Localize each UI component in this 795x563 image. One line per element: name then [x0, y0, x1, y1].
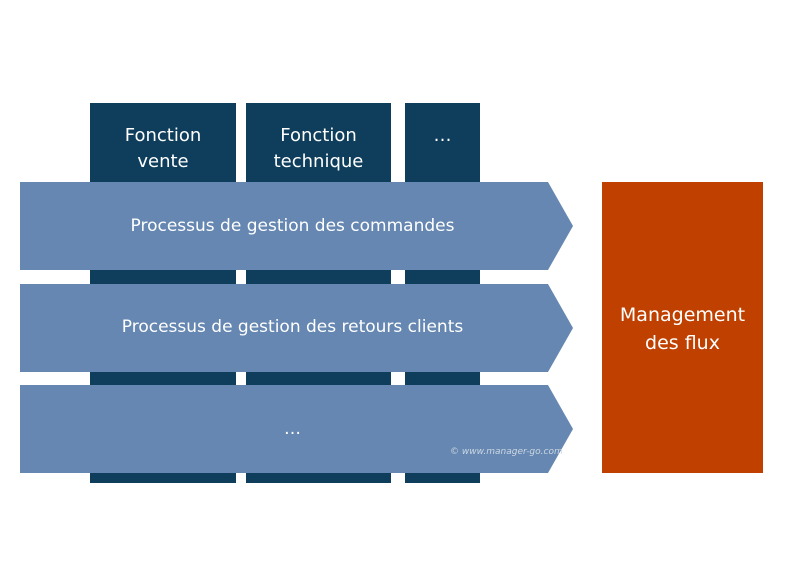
flux-management-label: Management des flux	[619, 304, 746, 354]
process-label: …	[284, 419, 301, 439]
process-arrow-more	[20, 385, 573, 473]
process-arrow-retours	[20, 284, 573, 372]
function-column-label: …	[433, 125, 452, 146]
process-label: Processus de gestion des retours clients	[121, 317, 464, 337]
function-column-label: Fonction technique	[273, 125, 364, 172]
flux-management-box: Management des flux	[602, 182, 763, 473]
process-label: Processus de gestion des commandes	[130, 216, 455, 236]
process-arrow-commandes	[20, 182, 573, 270]
copyright-watermark: © www.manager-go.com	[450, 447, 563, 457]
function-column-label: Fonction vente	[124, 125, 202, 172]
